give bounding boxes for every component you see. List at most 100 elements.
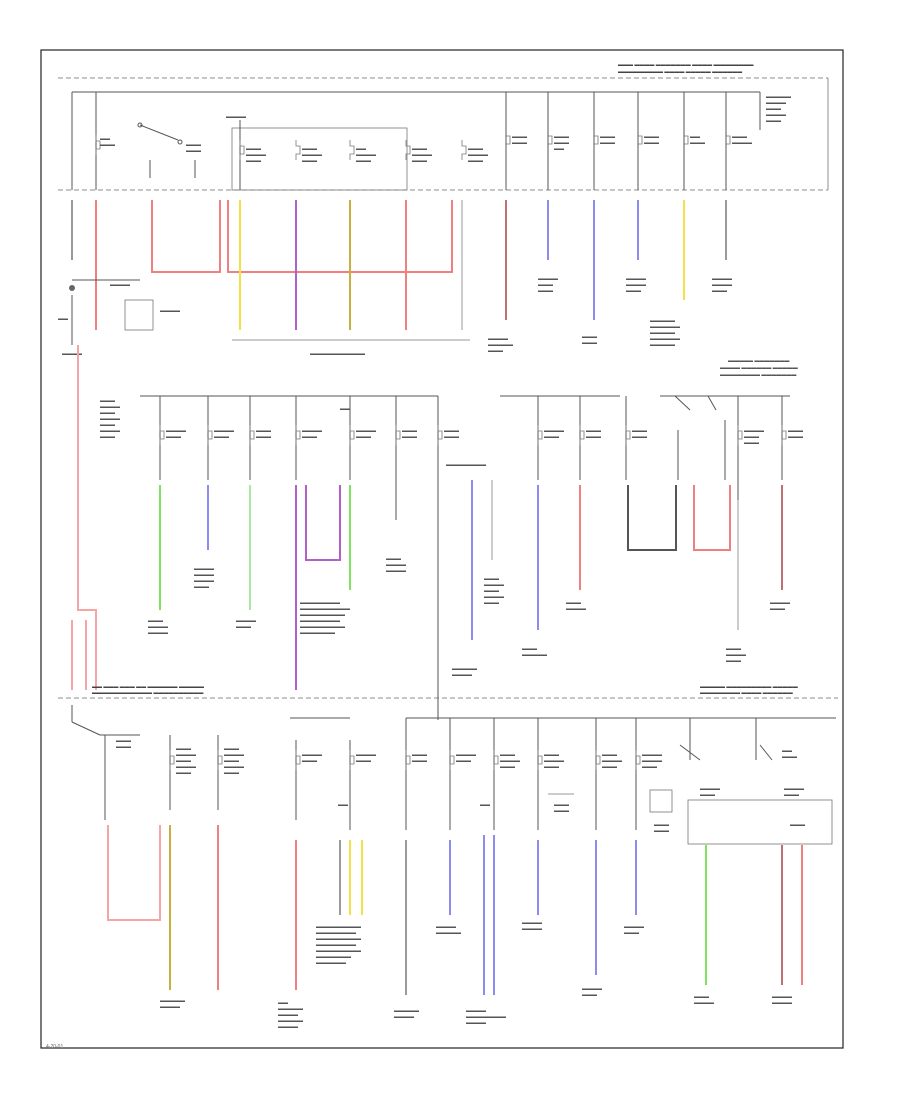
svg-text:▬▬▬: ▬▬▬ [356, 758, 371, 764]
svg-text:▬▬▬: ▬▬▬ [600, 140, 615, 146]
svg-text:▬▬▬▬: ▬▬▬▬ [224, 764, 244, 770]
svg-text:▬▬▬: ▬▬▬ [782, 754, 797, 760]
svg-text:▬▬▬▬: ▬▬▬▬ [626, 276, 646, 282]
svg-text:▬▬▬▬: ▬▬▬▬ [466, 1008, 486, 1014]
svg-text:▬▬▬▬: ▬▬▬▬ [278, 1012, 298, 1018]
svg-text:▬▬: ▬▬ [782, 748, 792, 754]
svg-text:▬▬▬▬: ▬▬▬▬ [522, 920, 542, 926]
svg-text:▬▬▬: ▬▬▬ [554, 140, 569, 146]
svg-text:▬▬▬▬▬: ▬▬▬▬▬ [436, 930, 461, 936]
svg-text:▬▬▬: ▬▬▬ [194, 584, 209, 590]
svg-text:▬▬▬▬: ▬▬▬▬ [784, 786, 804, 792]
middle-fuse-row: ▬▬▬▬▬▬▬▬▬▬▬▬▬▬▬▬▬▬▬▬▬▬▬▬ ▬▬▬▬▬▬▬ ▬▬▬▬▬▬▬… [100, 395, 803, 720]
svg-text:▬▬▬▬▬ ▬▬▬▬▬▬▬▬▬ ▬▬▬▬▬: ▬▬▬▬▬ ▬▬▬▬▬▬▬▬▬ ▬▬▬▬▬ [700, 684, 798, 690]
svg-text:▬▬▬: ▬▬▬ [654, 828, 669, 834]
svg-text:▬▬▬: ▬▬▬ [246, 146, 261, 152]
svg-text:▬▬▬▬: ▬▬▬▬ [772, 994, 792, 1000]
svg-text:▬▬▬▬: ▬▬▬▬ [356, 152, 376, 158]
top-load-labels: ▬▬▬▬▬▬▬▬▬▬▬▬ ▬▬▬▬▬▬▬▬▬▬ ▬▬▬▬▬▬ ▬▬▬▬▬▬▬▬▬… [488, 276, 798, 378]
svg-text:▬▬▬: ▬▬▬ [176, 770, 191, 776]
svg-text:▬▬▬: ▬▬▬ [654, 822, 669, 828]
svg-text:▬▬▬▬▬▬: ▬▬▬▬▬▬ [650, 324, 680, 330]
svg-text:▬▬▬▬: ▬▬▬▬ [356, 752, 376, 758]
svg-text:▬▬▬▬: ▬▬▬▬ [100, 404, 120, 410]
svg-text:▬▬▬: ▬▬▬ [602, 764, 617, 770]
svg-text:▬▬▬: ▬▬▬ [544, 752, 559, 758]
svg-text:▬▬▬▬▬▬▬▬: ▬▬▬▬▬▬▬▬ [300, 618, 340, 624]
svg-text:▬▬▬: ▬▬▬ [744, 440, 759, 446]
svg-text:▬▬▬▬: ▬▬▬▬ [732, 140, 752, 146]
svg-text:▬▬▬: ▬▬▬ [468, 146, 483, 152]
svg-text:▬▬: ▬▬ [278, 1000, 288, 1006]
svg-text:▬▬▬▬: ▬▬▬▬ [166, 428, 186, 434]
svg-text:▬▬▬: ▬▬▬ [176, 746, 191, 752]
svg-text:▬▬: ▬▬ [480, 802, 490, 808]
svg-text:▬▬▬▬▬▬▬▬▬: ▬▬▬▬▬▬▬▬▬ [316, 936, 361, 942]
svg-text:▬▬▬▬▬: ▬▬▬▬▬ [650, 318, 675, 324]
svg-text:▬▬▬: ▬▬▬ [484, 588, 499, 594]
svg-text:▬▬▬: ▬▬▬ [766, 106, 781, 112]
svg-text:▬▬▬▬: ▬▬▬▬ [436, 924, 456, 930]
svg-text:▬▬▬▬▬▬: ▬▬▬▬▬▬ [316, 960, 346, 966]
svg-text:▬▬▬▬: ▬▬▬▬ [412, 152, 432, 158]
svg-text:▬▬▬: ▬▬▬ [224, 770, 239, 776]
svg-text:▬▬▬: ▬▬▬ [116, 744, 131, 750]
svg-text:▬▬▬: ▬▬▬ [386, 556, 401, 562]
svg-text:▬▬▬: ▬▬▬ [726, 658, 741, 664]
svg-text:▬▬▬▬▬▬▬▬: ▬▬▬▬▬▬▬▬ [316, 942, 356, 948]
svg-text:▬▬▬: ▬▬▬ [500, 764, 515, 770]
svg-text:▬▬▬▬▬▬▬▬: ▬▬▬▬▬▬▬▬ [446, 462, 486, 468]
svg-text:▬▬▬▬: ▬▬▬▬ [224, 752, 244, 758]
svg-text:▬▬▬▬▬▬: ▬▬▬▬▬▬ [650, 336, 680, 342]
svg-text:▬▬▬: ▬▬▬ [100, 434, 115, 440]
svg-text:▬▬▬▬: ▬▬▬▬ [278, 1024, 298, 1030]
svg-text:▬▬: ▬▬ [100, 136, 110, 142]
svg-text:▬▬▬: ▬▬▬ [256, 434, 271, 440]
svg-text:▬▬▬▬: ▬▬▬▬ [602, 758, 622, 764]
svg-text:▬▬▬: ▬▬▬ [690, 140, 705, 146]
svg-text:▬▬▬: ▬▬▬ [694, 994, 709, 1000]
svg-text:▬▬▬: ▬▬▬ [600, 134, 615, 140]
svg-text:▬▬▬▬▬: ▬▬▬▬▬ [278, 1006, 303, 1012]
svg-text:▬▬▬: ▬▬▬ [554, 134, 569, 140]
footer-code: 4-20-01 [46, 1044, 64, 1050]
svg-text:▬▬▬▬: ▬▬▬▬ [302, 152, 322, 158]
svg-text:▬▬▬▬▬: ▬▬▬▬▬ [650, 342, 675, 348]
svg-text:▬▬▬▬: ▬▬▬▬ [488, 336, 508, 342]
svg-text:▬▬▬▬: ▬▬▬▬ [356, 428, 376, 434]
svg-text:▬▬▬▬▬▬▬▬▬ ▬▬▬▬ ▬▬▬▬▬ ▬▬▬▬▬▬: ▬▬▬▬▬▬▬▬▬ ▬▬▬▬ ▬▬▬▬▬ ▬▬▬▬▬▬ [618, 69, 742, 75]
svg-text:▬▬▬: ▬▬▬ [166, 434, 181, 440]
svg-text:▬▬▬▬: ▬▬▬▬ [712, 276, 732, 282]
svg-text:▬▬▬▬: ▬▬▬▬ [566, 606, 586, 612]
svg-text:▬▬▬▬: ▬▬▬▬ [226, 114, 246, 120]
svg-text:▬▬▬: ▬▬▬ [602, 752, 617, 758]
svg-text:▬▬▬▬: ▬▬▬▬ [100, 428, 120, 434]
svg-text:▬▬▬: ▬▬▬ [544, 764, 559, 770]
svg-text:▬▬▬▬: ▬▬▬▬ [770, 600, 790, 606]
svg-text:▬▬▬▬: ▬▬▬▬ [766, 100, 786, 106]
svg-text:▬▬▬▬: ▬▬▬▬ [642, 752, 662, 758]
svg-text:▬▬▬▬▬▬▬▬: ▬▬▬▬▬▬▬▬ [300, 600, 340, 606]
svg-text:▬▬▬▬: ▬▬▬▬ [484, 594, 504, 600]
svg-text:▬▬▬: ▬▬▬ [356, 434, 371, 440]
svg-text:▬▬▬: ▬▬▬ [744, 434, 759, 440]
svg-text:▬▬▬: ▬▬▬ [586, 434, 601, 440]
svg-text:▬▬▬: ▬▬▬ [712, 288, 727, 294]
svg-text:▬▬▬: ▬▬▬ [770, 606, 785, 612]
svg-text:▬▬▬▬: ▬▬▬▬ [148, 630, 168, 636]
bottom-fuse-box: ▬▬ ▬▬▬ ▬▬▬ ▬▬ ▬▬▬▬▬▬ ▬▬▬▬▬ ▬▬▬▬▬▬▬▬▬▬▬▬ … [58, 684, 838, 845]
svg-text:▬▬▬: ▬▬▬ [500, 752, 515, 758]
svg-text:▬▬▬▬: ▬▬▬▬ [394, 1014, 414, 1020]
svg-text:▬▬▬: ▬▬▬ [538, 282, 553, 288]
svg-text:▬▬▬▬: ▬▬▬▬ [160, 308, 180, 314]
svg-text:▬▬▬: ▬▬▬ [186, 148, 201, 154]
svg-text:▬▬▬▬▬▬▬▬▬▬▬▬ ▬▬▬▬▬▬▬▬▬▬: ▬▬▬▬▬▬▬▬▬▬▬▬ ▬▬▬▬▬▬▬▬▬▬ [92, 690, 203, 696]
svg-text:▬▬▬: ▬▬▬ [726, 646, 741, 652]
svg-text:▬▬▬▬▬▬▬▬ ▬▬▬▬▬▬▬: ▬▬▬▬▬▬▬▬ ▬▬▬▬▬▬▬ [720, 372, 796, 378]
svg-text:▬▬▬: ▬▬▬ [412, 158, 427, 164]
svg-text:▬▬▬▬: ▬▬▬▬ [176, 764, 196, 770]
svg-text:▬▬▬▬: ▬▬▬▬ [712, 282, 732, 288]
svg-text:▬▬▬: ▬▬▬ [100, 410, 115, 416]
svg-text:▬▬▬: ▬▬▬ [402, 434, 417, 440]
